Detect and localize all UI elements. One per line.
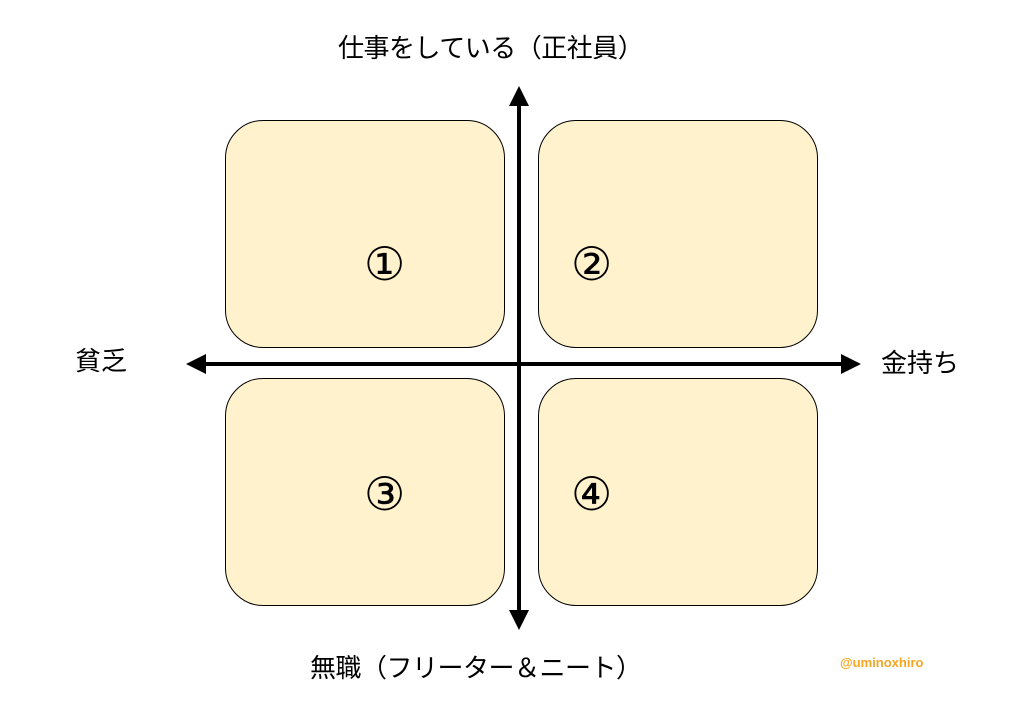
axis-label-left: 貧乏 [75,347,128,377]
quadrant-2: ② [538,120,818,348]
axis-label-right: 金持ち [881,349,960,379]
quadrant-4-number: ④ [571,467,613,521]
quadrant-1-number: ① [364,237,406,291]
quadrant-3: ③ [225,378,505,606]
quadrant-2-number: ② [571,237,613,291]
quadrant-4: ④ [538,378,818,606]
quadrant-3-number: ③ [364,467,406,521]
quadrant-1: ① [225,120,505,348]
axis-label-top: 仕事をしている（正社員） [338,34,644,64]
axis-label-bottom: 無職（フリーター＆ニート） [310,654,642,684]
credit-handle: @uminoxhiro [840,655,924,670]
